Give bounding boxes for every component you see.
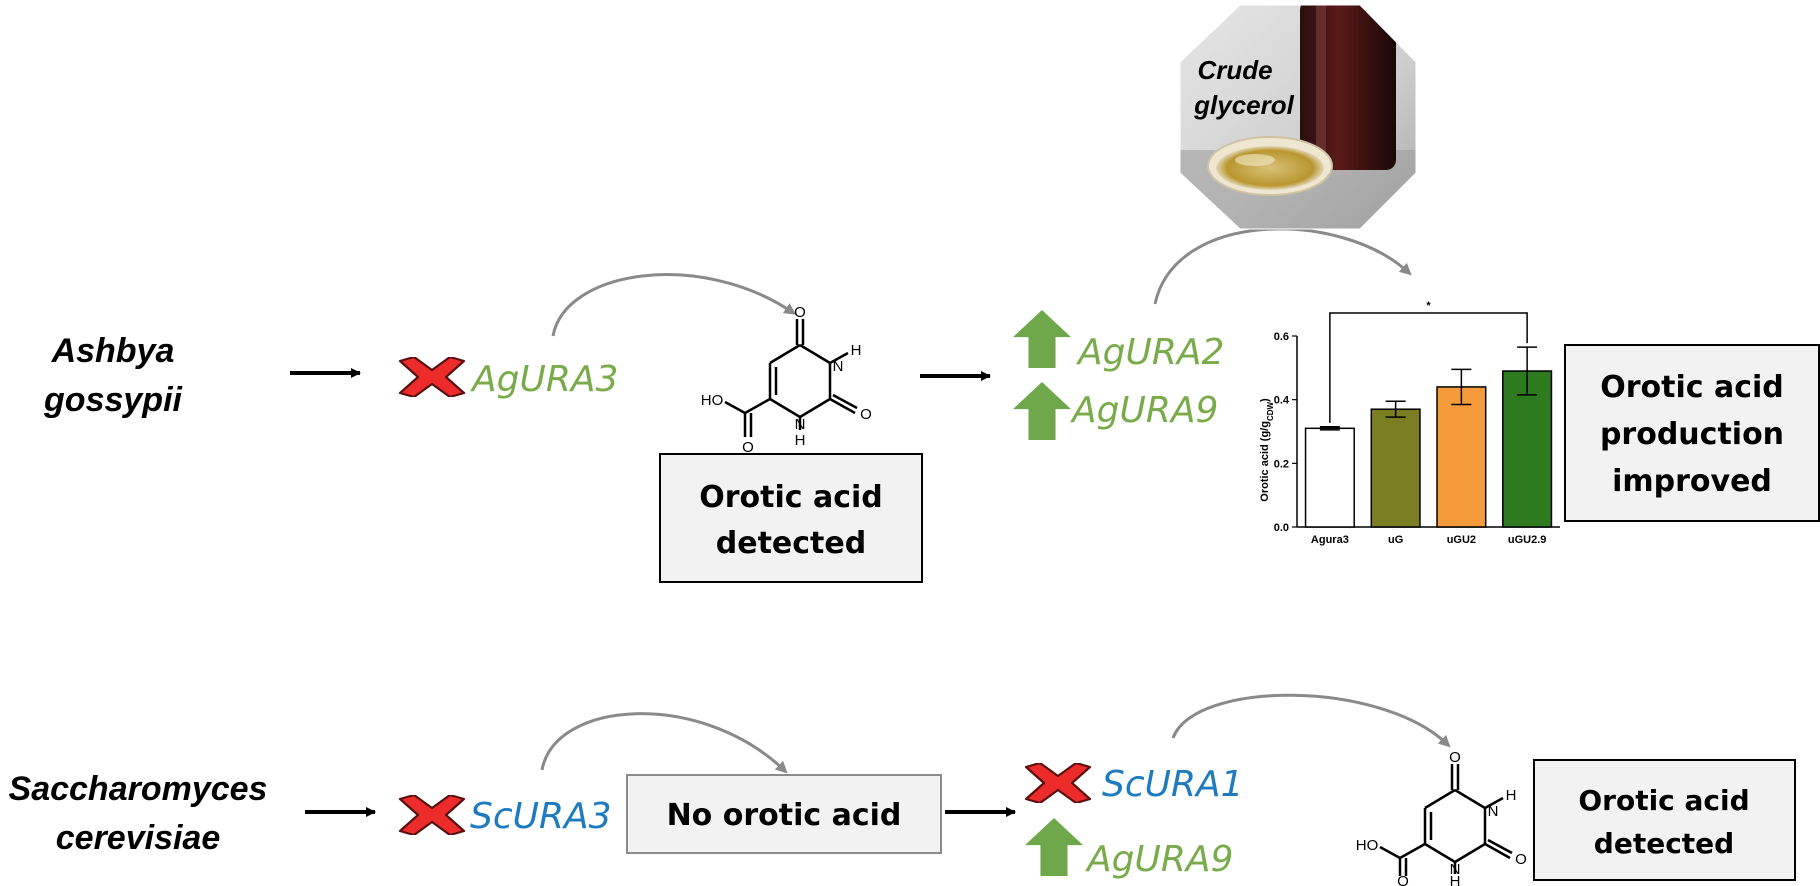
bar-uGU2 bbox=[1436, 386, 1487, 528]
deletion-x-icon bbox=[1024, 763, 1092, 803]
box-text: No orotic acid bbox=[667, 798, 902, 833]
atom-label: HO bbox=[701, 392, 724, 409]
atom-label: H bbox=[795, 432, 806, 449]
orotic-acid-molecule: O N H O N H O HO bbox=[1356, 749, 1527, 886]
y-tick-label: 0.0 bbox=[1274, 522, 1289, 534]
organism-label-line2: cerevisiae bbox=[56, 819, 221, 857]
significance-bracket bbox=[1329, 312, 1528, 423]
y-tick-label: 0.4 bbox=[1274, 395, 1290, 407]
box-text: Orotic acid bbox=[1600, 370, 1784, 405]
box-production-improved: Orotic acid production improved bbox=[1564, 344, 1820, 522]
box-text: production bbox=[1600, 417, 1784, 452]
atom-label: N bbox=[1488, 803, 1499, 820]
x-tick-label: uGU2.9 bbox=[1508, 534, 1547, 546]
box-text: Orotic acid bbox=[1578, 784, 1749, 817]
organism-label-line1: Saccharomyces bbox=[9, 770, 268, 808]
atom-label: O bbox=[1397, 873, 1409, 886]
atom-label: HO bbox=[1356, 837, 1379, 854]
curved-arrow bbox=[1171, 693, 1451, 748]
gene-agura3: AgURA3 bbox=[470, 359, 618, 400]
box-no-orotic-acid: No orotic acid bbox=[626, 774, 942, 854]
organism-ashbya-gossypii: Ashbya gossypii bbox=[43, 332, 183, 419]
chart-significance: * bbox=[1329, 300, 1528, 423]
atom-label: O bbox=[1515, 851, 1527, 868]
box-text: improved bbox=[1612, 464, 1772, 499]
crude-glycerol-photo: Crude glycerol bbox=[1179, 4, 1417, 230]
atom-label: O bbox=[1449, 749, 1461, 766]
atom-label: O bbox=[794, 304, 806, 321]
bar-uG bbox=[1370, 408, 1421, 528]
atom-label: H bbox=[1450, 873, 1461, 886]
box-text: Orotic acid bbox=[699, 480, 883, 515]
gene-scura3: ScURA3 bbox=[470, 796, 612, 837]
deletion-x-icon bbox=[398, 795, 466, 835]
box-orotic-acid-detected: Orotic acid detected bbox=[659, 453, 923, 583]
curved-arrow bbox=[1153, 227, 1412, 305]
y-tick-label: 0.2 bbox=[1274, 458, 1289, 470]
gene-agura9: AgURA9 bbox=[1070, 390, 1218, 431]
organism-saccharomyces-cerevisiae: Saccharomyces cerevisiae bbox=[9, 770, 268, 857]
overexpression-arrow-icon bbox=[1025, 818, 1083, 876]
atom-label: H bbox=[1506, 787, 1517, 804]
bar-uGU2.9 bbox=[1502, 370, 1553, 528]
organism-label-line2: gossypii bbox=[43, 381, 183, 419]
gene-agura2: AgURA2 bbox=[1076, 332, 1224, 373]
y-tick-label: 0.6 bbox=[1274, 331, 1289, 343]
photo-label-line2: glycerol bbox=[1193, 90, 1294, 120]
atom-label: N bbox=[833, 358, 844, 375]
photo-label-line1: Crude bbox=[1197, 55, 1272, 85]
atom-label: O bbox=[742, 439, 754, 456]
atom-label: O bbox=[860, 406, 872, 423]
box-orotic-acid-detected-bottom: Orotic acid detected bbox=[1533, 759, 1796, 881]
curved-arrow bbox=[540, 712, 788, 774]
chart-y-axis-label: Orotic acid (g/gCDW) bbox=[1259, 398, 1275, 502]
atom-label: N bbox=[1450, 861, 1461, 878]
curved-arrow bbox=[551, 273, 797, 337]
orotic-acid-molecule: O N H O N H O HO bbox=[701, 304, 872, 456]
gene-agura9: AgURA9 bbox=[1085, 839, 1233, 880]
x-tick-label: uGU2 bbox=[1447, 534, 1476, 546]
x-tick-label: uG bbox=[1388, 534, 1403, 546]
x-tick-label: Agura3 bbox=[1311, 534, 1349, 546]
gene-scura1: ScURA1 bbox=[1102, 764, 1244, 805]
box-text: detected bbox=[716, 526, 866, 561]
significance-star: * bbox=[1426, 300, 1431, 312]
atom-label: H bbox=[851, 342, 862, 359]
chart-error-bars bbox=[1319, 346, 1538, 431]
box-text: detected bbox=[1594, 827, 1734, 860]
bar-Agura3 bbox=[1304, 427, 1355, 528]
chart-bars bbox=[1304, 370, 1553, 528]
atom-label: N bbox=[795, 416, 806, 433]
overexpression-arrow-icon bbox=[1013, 310, 1071, 368]
overexpression-arrow-icon bbox=[1013, 382, 1071, 440]
organism-label-line1: Ashbya bbox=[51, 332, 175, 370]
deletion-x-icon bbox=[398, 357, 466, 397]
